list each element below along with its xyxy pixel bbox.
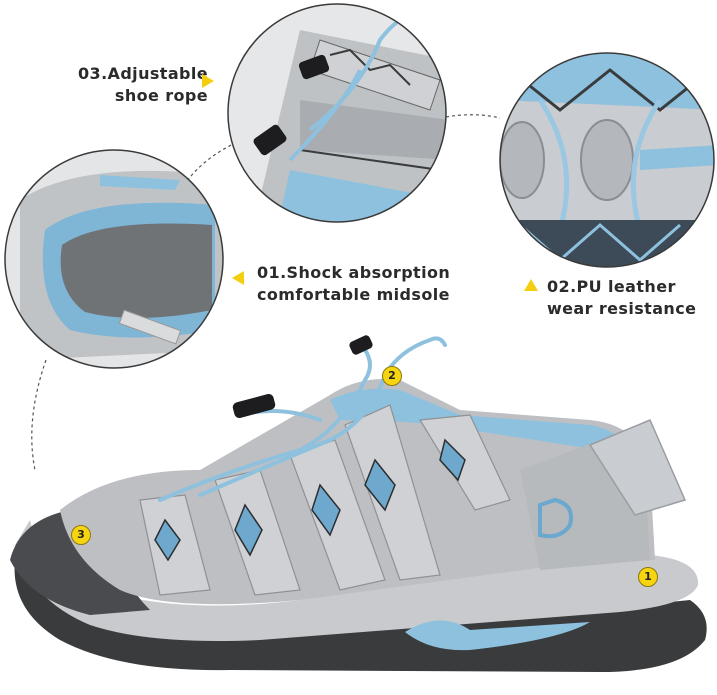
triangle-icon xyxy=(524,279,538,291)
feature-title: 03.Adjustable xyxy=(78,64,209,83)
callout-connectors xyxy=(31,114,501,471)
lace-toggle-upper xyxy=(349,335,373,355)
heel-strap-tab xyxy=(588,419,687,516)
marker-one: 1 xyxy=(638,567,658,587)
inner-lining xyxy=(330,388,625,450)
detail-circle-midsole xyxy=(4,149,224,369)
feature-label-shock-absorption: 01.Shock absorption comfortable midsole xyxy=(257,262,450,306)
triangle-icon xyxy=(232,271,244,285)
feature-title: 01.Shock absorption xyxy=(257,263,451,282)
strap-5 xyxy=(418,414,511,511)
marker-three: 3 xyxy=(71,525,91,545)
outsole xyxy=(14,560,707,672)
connector-midsole xyxy=(31,359,47,471)
feature-subtitle: comfortable midsole xyxy=(257,285,450,304)
feature-subtitle: wear resistance xyxy=(547,299,697,318)
strap-patterns xyxy=(154,438,466,562)
sandal-illustration xyxy=(10,335,707,672)
feature-subtitle: shoe rope xyxy=(114,86,209,105)
lace-toggle-lower xyxy=(232,393,276,419)
feature-title: 02.PU leather xyxy=(547,277,676,296)
midsole-blue-insert xyxy=(405,620,590,651)
detail-circle-rope xyxy=(227,3,447,223)
feature-label-adjustable-rope: 03.Adjustable shoe rope xyxy=(78,63,208,107)
triangle-icon xyxy=(202,74,214,88)
brand-logo-icon xyxy=(538,497,573,539)
feature-label-pu-leather: 02.PU leather wear resistance xyxy=(547,276,696,320)
connector-leather xyxy=(445,114,501,119)
detail-circle-leather xyxy=(499,52,715,268)
marker-two: 2 xyxy=(382,366,402,386)
midsole xyxy=(15,520,699,641)
